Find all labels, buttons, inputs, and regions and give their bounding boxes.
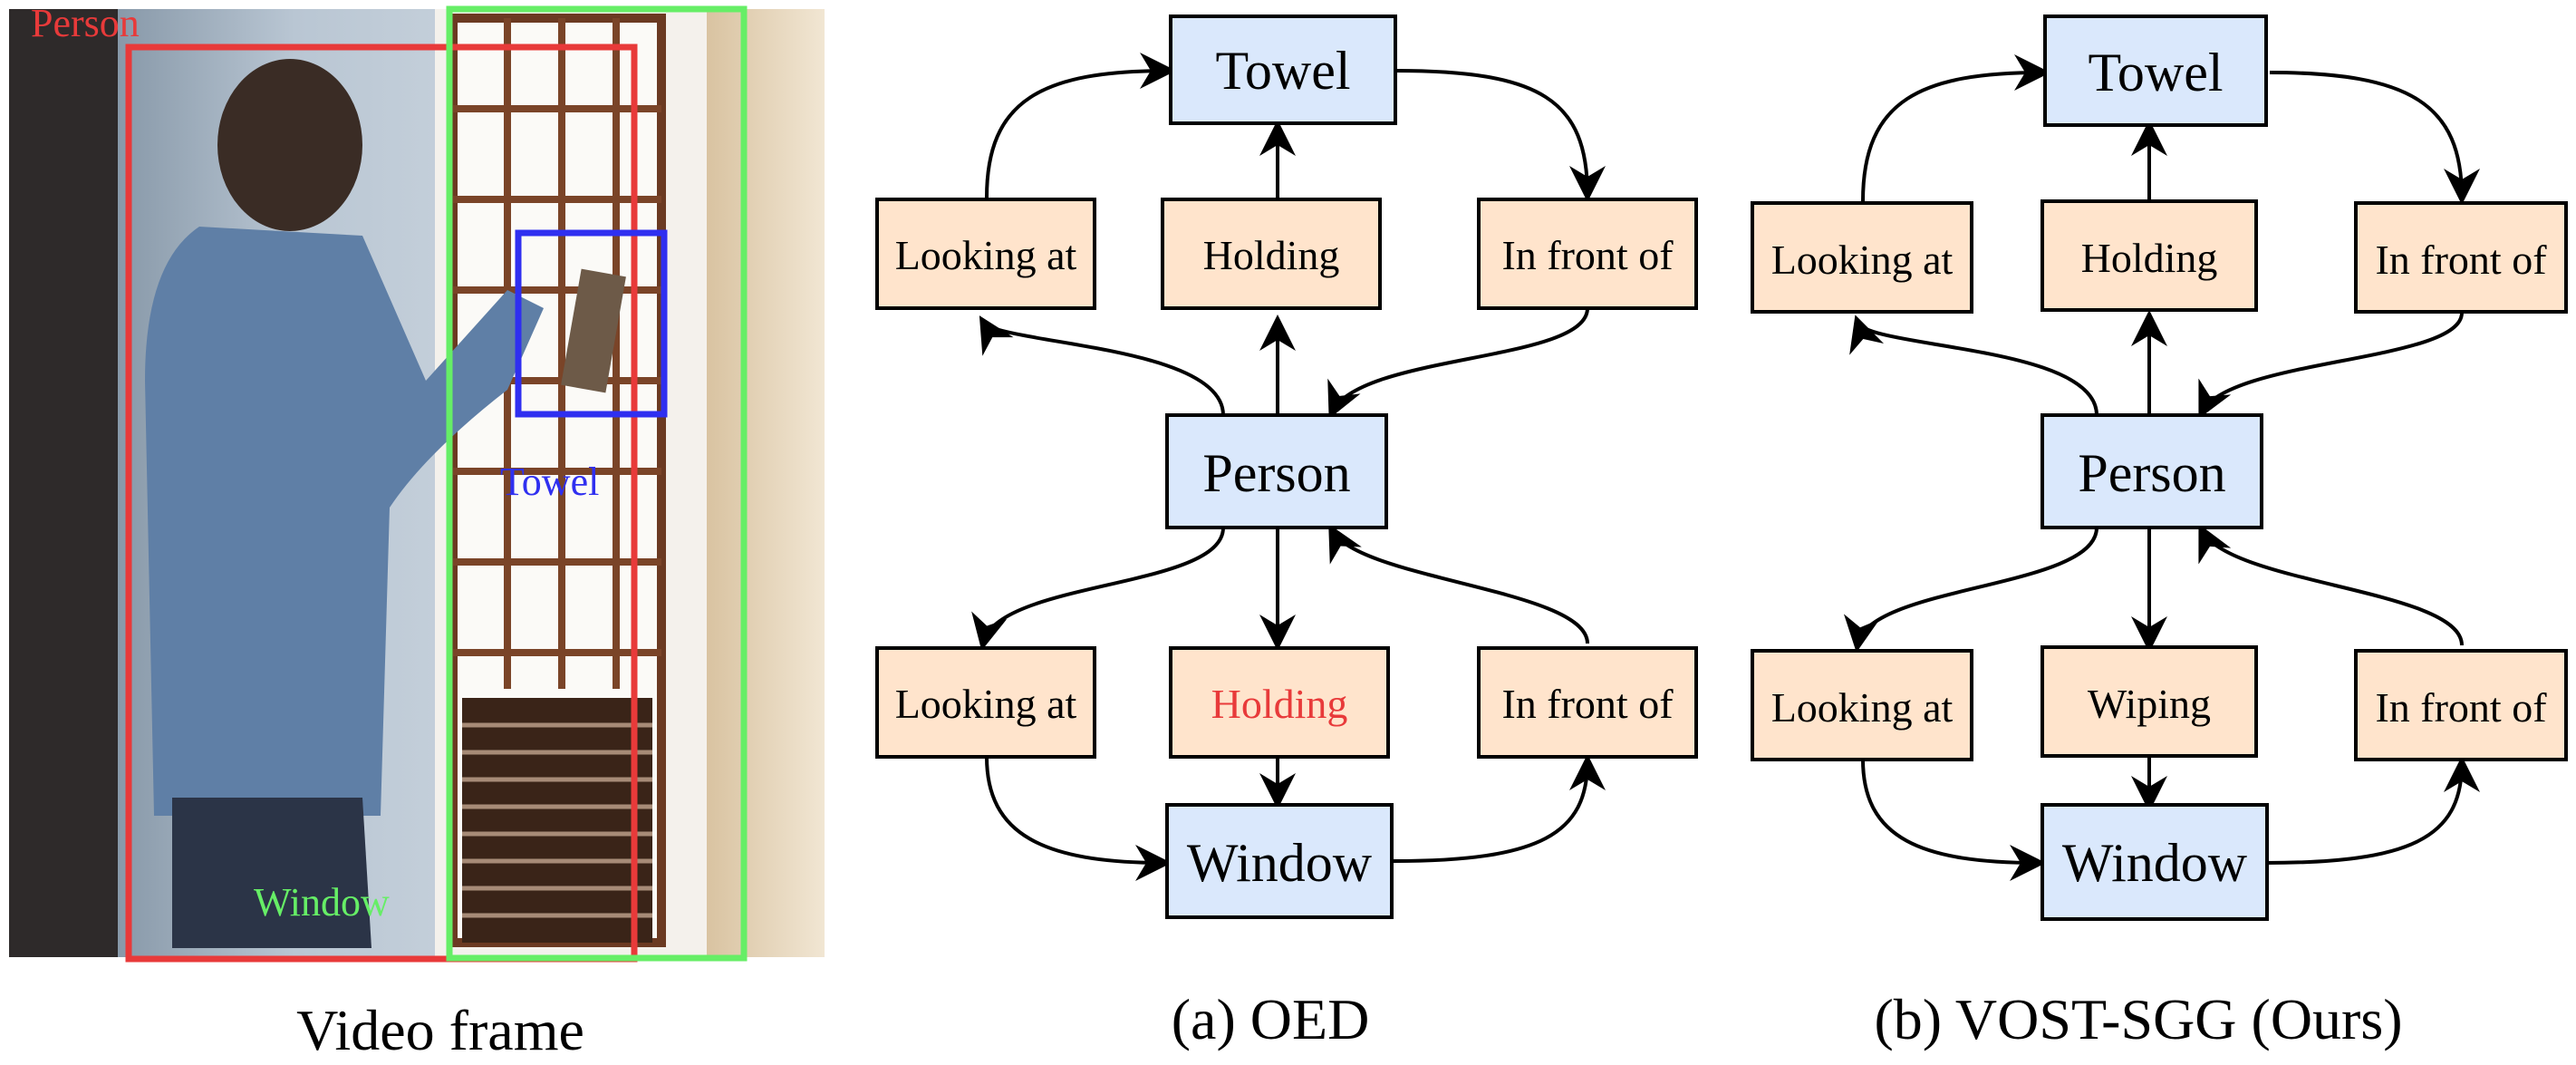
rel-a-top-left: [875, 198, 1096, 310]
video-frame-image: [9, 9, 825, 957]
rel-a-bottom-middle: [1169, 646, 1390, 759]
rel-b-top-left: [1751, 201, 1973, 314]
rel-b-bottom-left-label: Looking at: [1771, 684, 1954, 731]
edge-b-window-infront-bottom: [2264, 756, 2480, 865]
rel-a-top-right: [1477, 198, 1698, 310]
edge-b-infront-top-person: [2198, 312, 2464, 420]
edge-a-window-infront-bottom: [1393, 754, 1606, 863]
rel-a-bottom-right-label: In front of: [1501, 681, 1674, 727]
node-a-person-label: Person: [1202, 443, 1350, 503]
video-frame-caption: Video frame: [296, 998, 584, 1062]
edge-a-infront-bottom-person: [1328, 523, 1589, 644]
rel-b-top-right-label: In front of: [2375, 237, 2547, 283]
node-b-towel: [2043, 15, 2268, 127]
edge-a-looking-top-towel: [985, 53, 1176, 198]
graph-oed-nodes: [875, 15, 1698, 919]
node-b-window-label: Window: [2062, 833, 2248, 893]
rel-a-top-middle-label: Holding: [1203, 232, 1340, 278]
rel-b-bottom-right-label: In front of: [2375, 684, 2547, 731]
edge-b-looking-bottom-window: [1861, 759, 2046, 881]
rel-b-top-left-label: Looking at: [1771, 237, 1954, 283]
rel-a-top-left-label: Looking at: [895, 232, 1077, 278]
node-b-person-label: Person: [2078, 443, 2225, 503]
rel-b-bottom-right: [2354, 649, 2568, 761]
rel-b-bottom-left: [1751, 649, 1973, 761]
towel-box-label: Towel: [500, 460, 599, 504]
window-bounding-box: [446, 5, 748, 962]
edge-a-person-looking-top: [979, 315, 1225, 416]
rel-a-top-middle: [1161, 198, 1382, 310]
edge-b-looking-top-towel: [1861, 54, 2050, 202]
rel-b-bottom-middle: [2041, 645, 2258, 758]
graph-oed-labels: Towel Person Window Looking at Holding I…: [895, 41, 1674, 1051]
rel-b-top-middle-label: Holding: [2081, 235, 2218, 281]
edge-a-infront-top-person: [1327, 307, 1589, 420]
edge-b-person-looking-bottom: [1844, 527, 2098, 653]
node-b-person: [2041, 413, 2263, 529]
node-a-towel: [1169, 15, 1397, 125]
towel-bounding-box: [515, 229, 668, 418]
edge-a-looking-bottom-window: [985, 756, 1172, 881]
graph-vost-nodes: [1751, 15, 2568, 921]
node-a-person: [1165, 413, 1388, 529]
edge-b-towel-infront-top: [2269, 71, 2480, 205]
node-b-towel-label: Towel: [2088, 43, 2223, 102]
graph-vost-caption: (b) VOST-SGG (Ours): [1874, 987, 2402, 1051]
rel-b-top-middle: [2041, 199, 2258, 312]
edge-a-towel-infront-top: [1394, 69, 1606, 202]
node-a-window-label: Window: [1187, 833, 1373, 893]
person-box-label: Person: [31, 1, 140, 45]
node-b-window: [2041, 803, 2269, 921]
rel-b-bottom-middle-label: Wiping: [2088, 681, 2211, 727]
window-box-label: Window: [254, 880, 390, 925]
rel-a-bottom-left: [875, 646, 1096, 759]
rel-a-bottom-left-label: Looking at: [895, 681, 1077, 727]
edge-a-person-looking-bottom: [971, 527, 1225, 651]
rel-a-top-right-label: In front of: [1501, 232, 1674, 278]
edge-b-person-looking-top: [1849, 315, 2098, 416]
graph-oed-caption: (a) OED: [1172, 987, 1370, 1051]
node-a-towel-label: Towel: [1215, 41, 1350, 101]
rel-b-top-right: [2354, 201, 2568, 314]
rel-a-bottom-right: [1477, 646, 1698, 759]
node-a-window: [1165, 803, 1394, 919]
graph-oed: [971, 53, 1606, 881]
rel-a-bottom-middle-label: Holding: [1211, 681, 1348, 727]
graph-vost-labels: Towel Person Window Looking at Holding I…: [1771, 43, 2547, 1051]
graph-vost: [1844, 54, 2480, 881]
person-bounding-box: [125, 44, 638, 963]
edge-b-infront-bottom-person: [2198, 523, 2464, 646]
